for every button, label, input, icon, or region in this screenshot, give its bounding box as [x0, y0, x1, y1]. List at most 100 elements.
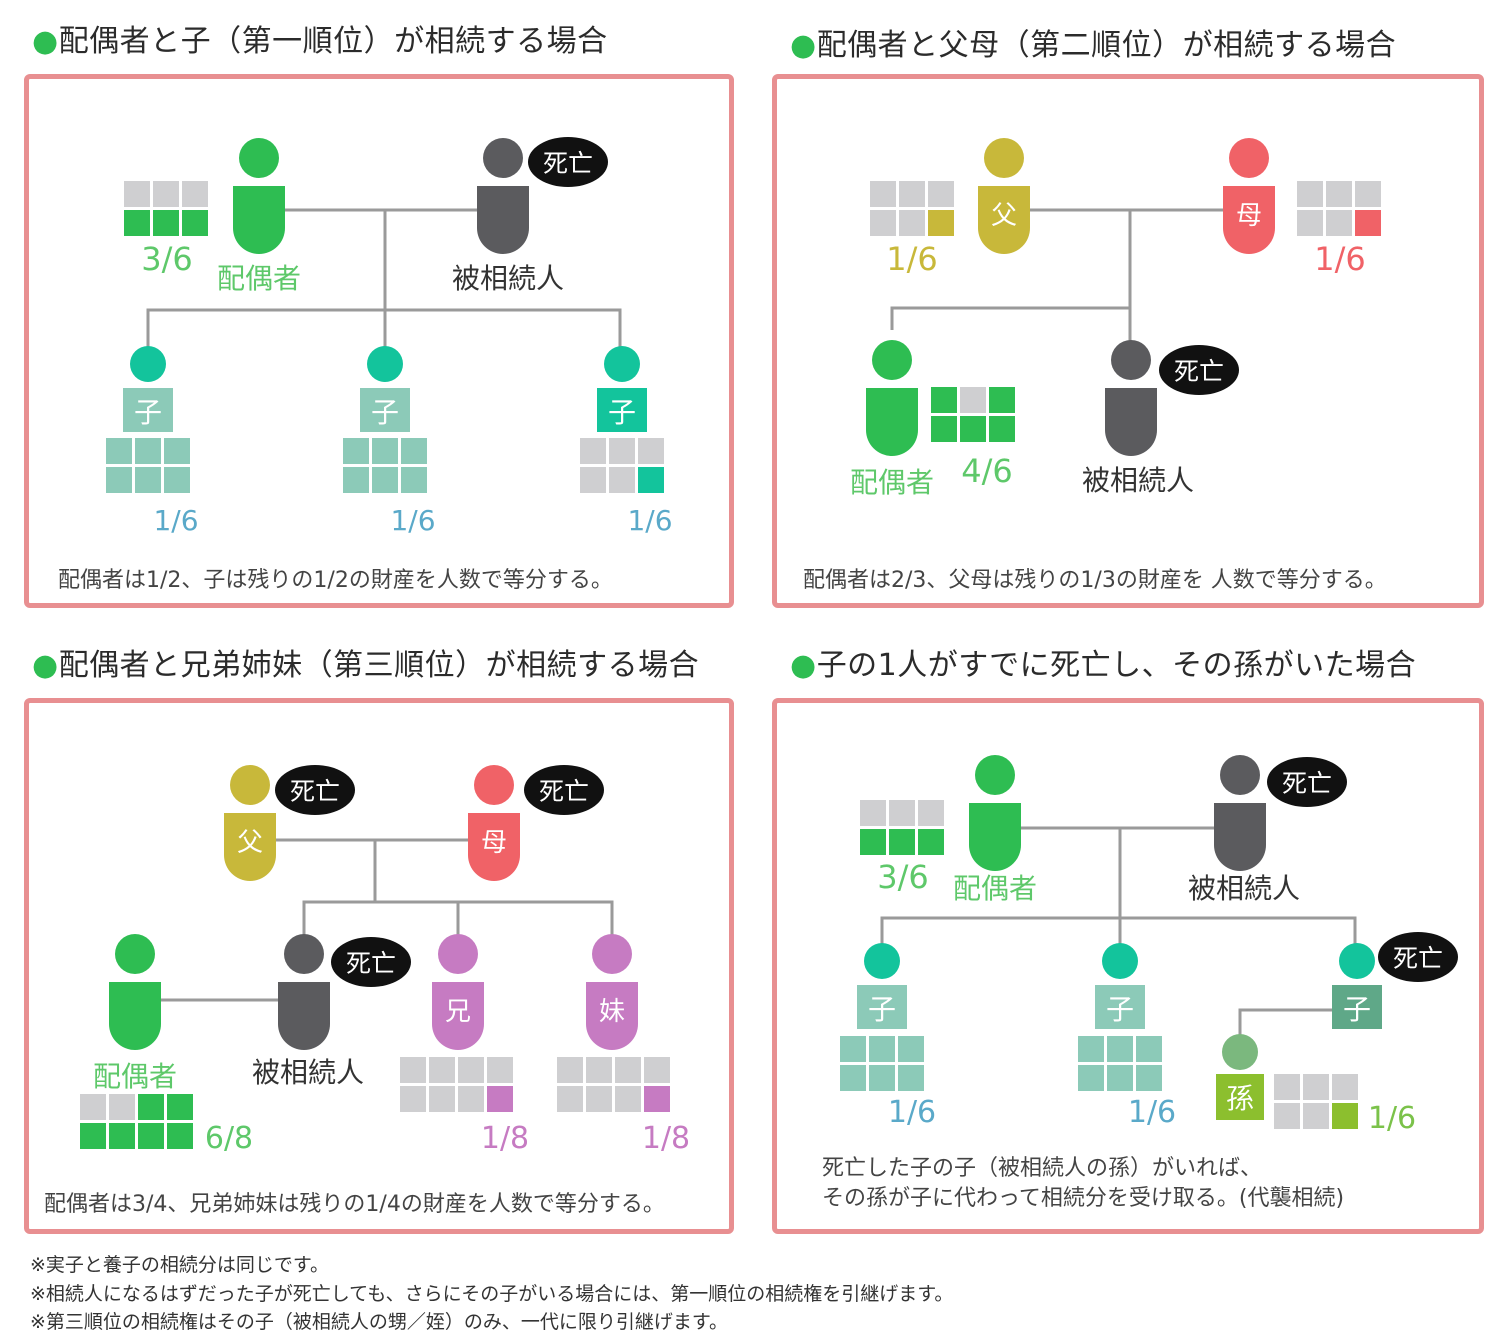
spouse-share-grid-cell: [918, 800, 944, 826]
spouse-share-grid-cell: [931, 416, 957, 442]
spouse-share-grid-cell: [124, 210, 150, 236]
child-figure-head: [864, 943, 900, 979]
connector-line: [1238, 1008, 1335, 1040]
spouse-share-grid-cell: [960, 416, 986, 442]
child-share-grid-cell: [869, 1065, 895, 1091]
deceased-figure-head: [483, 138, 523, 178]
father-figure-head: [230, 765, 270, 805]
sister-share-grid-cell: [644, 1057, 670, 1083]
spouse-share-value: 4/6: [961, 452, 1013, 490]
dead-badge: [331, 937, 411, 987]
child-share-grid-cell: [1136, 1065, 1162, 1091]
spouse-share-value: 6/8: [205, 1121, 253, 1156]
child-share-grid-cell: [638, 438, 664, 464]
father-share-grid-cell: [870, 181, 896, 207]
dead-badge-text: 死亡: [1393, 944, 1443, 973]
child-figure-box: [360, 388, 410, 432]
section-title-1: ●配偶者と子（第一順位）が相続する場合: [32, 24, 608, 59]
child-figure-label: 子: [1106, 993, 1134, 1026]
deceased-child-figure-label: 子: [1343, 993, 1371, 1026]
spouse-figure-head: [115, 934, 155, 974]
grandchild-head: [1222, 1034, 1258, 1070]
bullet-icon: ●: [790, 28, 817, 63]
child-share-grid-cell: [609, 438, 635, 464]
mother-figure-label: 母: [1236, 201, 1262, 231]
child-share-value: 1/6: [1128, 1095, 1176, 1130]
bullet-icon: ●: [790, 648, 817, 683]
sister-share-grid-cell: [557, 1086, 583, 1112]
child-share-value: 1/6: [888, 1095, 936, 1130]
dead-badge: [524, 765, 604, 815]
mother-figure-body: [468, 813, 520, 881]
spouse-figure-body: [969, 803, 1021, 871]
connector-line: [890, 306, 1132, 345]
sister-share-grid-cell: [586, 1086, 612, 1112]
child-share-value: 1/6: [627, 504, 672, 537]
spouse-share-grid-cell: [153, 181, 179, 207]
deceased-child-figure-head: [1339, 943, 1375, 979]
mother-figure-head: [474, 765, 514, 805]
mother-share-grid-cell: [1297, 181, 1323, 207]
spouse-share-grid-cell: [138, 1094, 164, 1120]
grandchild-label: 孫: [1226, 1082, 1254, 1115]
child-figure-label: 子: [608, 396, 636, 429]
child-share-grid-cell: [609, 467, 635, 493]
brother-share-grid-cell: [400, 1086, 426, 1112]
brother-share-grid-cell: [458, 1057, 484, 1083]
child-share-grid-cell: [869, 1036, 895, 1062]
spouse-share-grid-cell: [989, 416, 1015, 442]
dead-badge: [1378, 932, 1458, 982]
spouse-share-grid-cell: [860, 829, 886, 855]
child-share-grid-cell: [1078, 1065, 1104, 1091]
mother-share-grid-cell: [1326, 181, 1352, 207]
child-share-grid-cell: [343, 438, 369, 464]
sister-figure-head: [592, 934, 632, 974]
father-share-grid-cell: [899, 181, 925, 207]
spouse-share-grid-cell: [167, 1094, 193, 1120]
child-share-grid-cell: [164, 467, 190, 493]
dead-badge: [1267, 757, 1347, 807]
grandchild-share-grid-cell: [1274, 1074, 1300, 1100]
spouse-share-grid-cell: [931, 387, 957, 413]
panel-first-order: [24, 74, 734, 608]
deceased-figure-head: [1111, 340, 1151, 380]
child-figure-box: [1095, 985, 1145, 1029]
child-share-grid-cell: [1107, 1065, 1133, 1091]
spouse-share-grid-cell: [80, 1123, 106, 1149]
father-share-value: 1/6: [886, 240, 938, 278]
sister-share-grid-cell: [615, 1057, 641, 1083]
dead-badge: [528, 137, 608, 187]
child-share-grid-cell: [106, 438, 132, 464]
grandchild-share-grid-cell: [1332, 1074, 1358, 1100]
footnote-3: ※第三順位の相続権はその子（被相続人の甥／姪）のみ、一代に限り引継げます。: [30, 1311, 729, 1333]
child-figure-label: 子: [868, 993, 896, 1026]
brother-share-grid-cell: [487, 1086, 513, 1112]
mother-figure-label: 母: [481, 828, 507, 858]
child-share-grid-cell: [372, 438, 398, 464]
child-figure-box: [857, 985, 907, 1029]
spouse-share-grid-cell: [889, 829, 915, 855]
child-share-grid-cell: [135, 467, 161, 493]
spouse-figure-body: [866, 388, 918, 456]
spouse-share-grid-cell: [138, 1123, 164, 1149]
spouse-figure-head: [872, 340, 912, 380]
deceased-label: 被相続人: [452, 262, 564, 295]
spouse-share-grid-cell: [109, 1094, 135, 1120]
footnote-2: ※相続人になるはずだった子が死亡しても、さらにその子がいる場合には、第一順位の相…: [30, 1283, 954, 1305]
brother-share-value: 1/8: [481, 1121, 529, 1156]
brother-share-grid-cell: [429, 1086, 455, 1112]
sister-share-grid-cell: [557, 1057, 583, 1083]
caption-representation-1: 死亡した子の子（被相続人の孫）がいれば、: [822, 1156, 1263, 1181]
bullet-icon: ●: [32, 24, 59, 59]
mother-share-value: 1/6: [1314, 240, 1366, 278]
spouse-figure-body: [109, 982, 161, 1050]
sister-share-grid-cell: [644, 1086, 670, 1112]
dead-badge-text: 死亡: [1174, 357, 1224, 386]
child-share-grid-cell: [580, 438, 606, 464]
spouse-share-grid-cell: [124, 181, 150, 207]
mother-figure-body: [1223, 186, 1275, 254]
spouse-figure-head: [239, 138, 279, 178]
father-figure-label: 父: [991, 201, 1017, 231]
caption-third-order: 配偶者は3/4、兄弟姉妹は残りの1/4の財産を人数で等分する。: [44, 1192, 665, 1217]
child-figure-box: [123, 388, 173, 432]
